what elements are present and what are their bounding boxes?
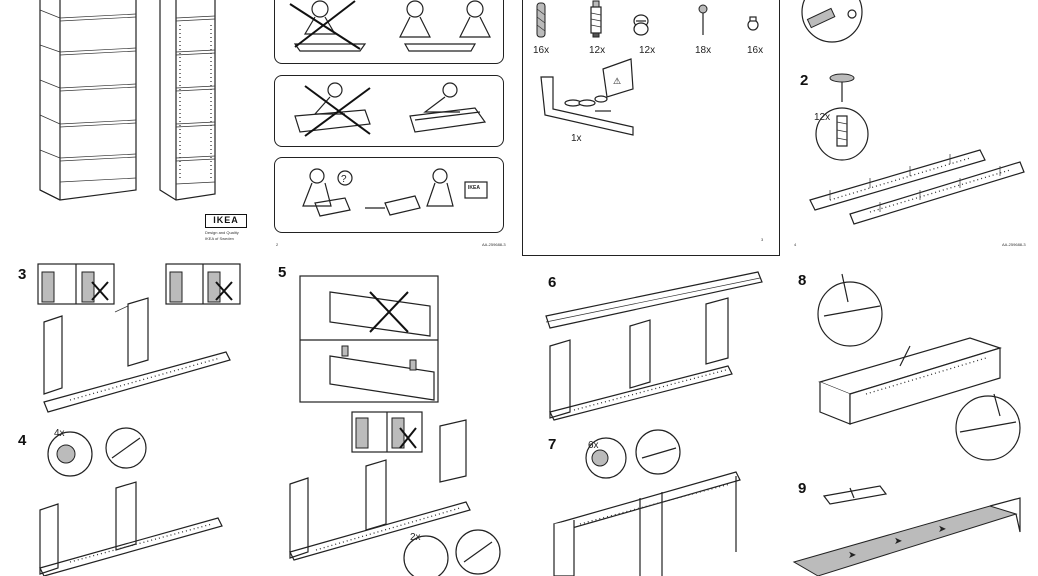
step-2-number: 2 [800,72,809,89]
wall-plug-icon [747,16,759,31]
svg-text:IKEA: IKEA [468,185,480,191]
part-qty-5: 16x [747,45,764,56]
step2-illustration [801,0,1025,225]
part-qty-1: 16x [533,45,550,56]
step-7-number: 7 [548,436,557,453]
step-8-number: 8 [798,272,807,289]
parts-sheet: ⚠ 16x 12x 12x 18x 16x 1x 3 [522,0,780,256]
step-7-qty: 6x [588,440,599,451]
step-3-number: 3 [18,266,27,283]
bracket-qty: 1x [571,133,582,144]
step-9-number: 9 [798,480,807,497]
page-steps-8-9: ➤ ➤ ➤ 8 9 [790,262,1038,576]
page2-number: 2 [276,242,279,247]
page-steps-6-7: 6 7 6x [530,262,780,576]
bookcase-illustration [39,0,216,201]
step-2-qty: 12x [814,112,831,123]
svg-text:?: ? [341,174,347,185]
panel-use-mat [274,75,504,147]
step-4-number: 4 [18,432,27,449]
svg-text:➤: ➤ [848,550,856,561]
tagline-design: Design and Quality [205,230,239,235]
parts-list-illustration: ⚠ [536,0,759,136]
step5-illustration [289,275,501,576]
page-step-5: 5 2x [270,262,520,576]
bracket-icon: ⚠ [540,58,634,136]
nail-icon [698,4,708,35]
floor-mat-icon [294,82,487,137]
svg-text:➤: ➤ [938,524,946,535]
page-step-2: 2 12x 4 AA-259688-3 [790,0,1038,252]
ikea-logo: IKEA [205,214,247,228]
page4-doc-code: AA-259688-3 [1002,242,1026,247]
question-person-icon: ? IKEA [302,168,488,217]
step-4-qty: 4x [54,428,65,439]
page2-doc-code: AA-259688-3 [482,242,506,247]
page4-number: 4 [794,242,797,247]
page-cover: IKEA Design and Quality IKEA of Sweden [0,0,258,252]
page3-number: 3 [761,237,764,242]
steps-8-9-illustration: ➤ ➤ ➤ [792,273,1021,576]
steps-3-4-illustration [37,263,241,576]
part-qty-4: 18x [695,45,712,56]
steps-6-7-illustration [545,271,763,576]
dowel-icon [536,2,546,38]
part-qty-3: 12x [639,45,656,56]
part-qty-2: 12x [589,45,606,56]
panel-do-not-assemble-alone [274,0,504,64]
two-person-icon [289,0,491,52]
page-steps-3-4: 3 4 4x [0,262,258,576]
step-6-number: 6 [548,274,557,291]
svg-text:⚠: ⚠ [613,76,621,86]
screw-icon [590,0,602,38]
tagline-sweden: IKEA of Sweden [205,236,234,241]
step-5-qty: 2x [410,532,421,543]
panel-contact-store: ? IKEA [274,157,504,233]
step-5-number: 5 [278,264,287,281]
cam-lock-icon [633,14,649,36]
svg-text:➤: ➤ [894,536,902,547]
